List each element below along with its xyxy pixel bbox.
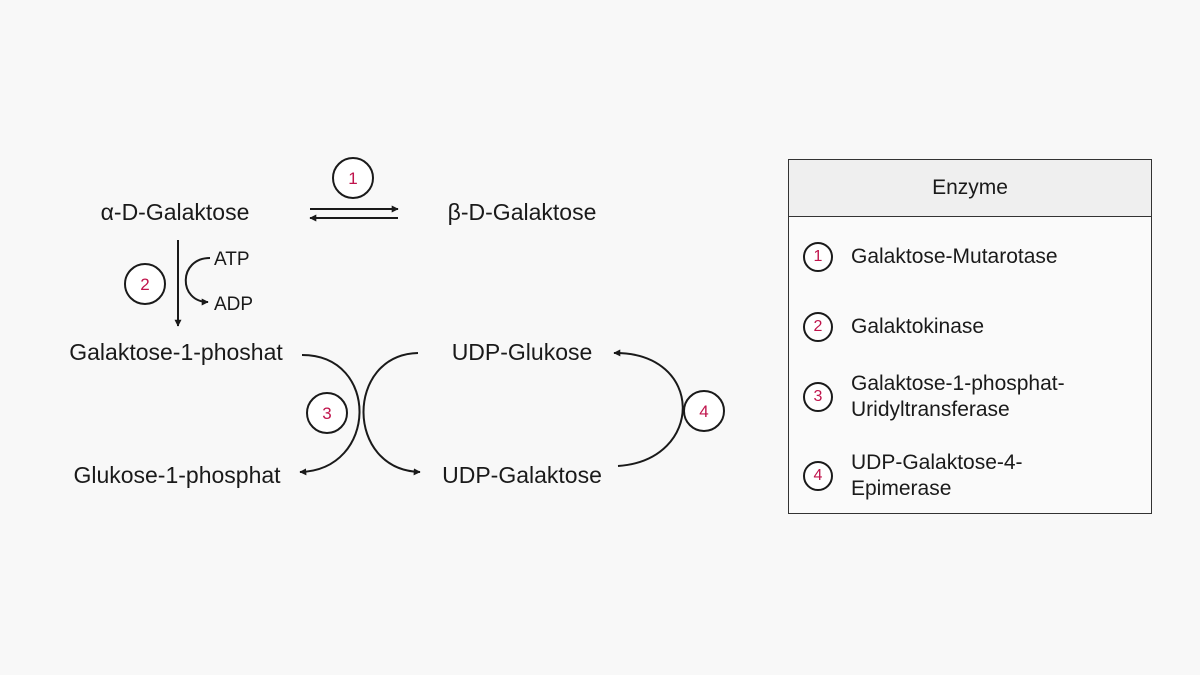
step-3-number: 3 (322, 404, 331, 423)
beta-d-galactose-label: β-D-Galaktose (448, 199, 597, 225)
step-3-badge (306, 392, 348, 434)
enzyme-legend: Enzyme 1 Galaktose-Mutarotase 2 Galaktok… (788, 159, 1152, 514)
legend-enzyme-name: Galaktose-Mutarotase (851, 245, 1058, 268)
step-2-badge (124, 263, 166, 305)
alpha-d-galactose-label: α-D-Galaktose (101, 199, 250, 225)
legend-number-badge: 2 (803, 312, 833, 342)
atp-adp-curve (184, 257, 211, 306)
legend-number-badge: 1 (803, 242, 833, 272)
epimerase-loop-arrow (613, 349, 684, 467)
galactose-1-phosphate-label: Galaktose-1-phoshat (69, 339, 283, 365)
legend-enzyme-name: Galaktokinase (851, 315, 985, 338)
glucose-1-phosphate-label: Glukose-1-phosphat (73, 462, 281, 488)
legend-item: 1 Galaktose-Mutarotase (803, 242, 1121, 272)
legend-enzyme-name: UDP-Galaktose-4-Epimerase (851, 451, 1023, 500)
equilibrium-arrows (309, 205, 399, 222)
legend-number-badge: 3 (803, 382, 833, 412)
udp-galactose-label: UDP-Galaktose (442, 462, 602, 488)
udp-glucose-to-udp-galactose-arc (362, 352, 421, 476)
legend-item: 3 Galaktose-1-phosphat-Uridyltransferase (803, 371, 1121, 423)
udp-glucose-label: UDP-Glukose (452, 339, 593, 365)
legend-enzyme-name: Galaktose-1-phosphat-Uridyltransferase (851, 372, 1065, 421)
step-1-badge (332, 157, 374, 199)
legend-item: 2 Galaktokinase (803, 312, 1121, 342)
legend-item: 4 UDP-Galaktose-4-Epimerase (803, 450, 1121, 502)
adp-label: ADP (214, 294, 253, 315)
step-4-number: 4 (699, 402, 708, 421)
legend-number-badge: 4 (803, 461, 833, 491)
step-2-number: 2 (140, 275, 149, 294)
legend-title: Enzyme (789, 160, 1151, 217)
step-1-number: 1 (348, 169, 357, 188)
galactose-1p-to-glucose-1p-arc (299, 354, 361, 476)
atp-label: ATP (214, 249, 250, 270)
step-4-badge (683, 390, 725, 432)
